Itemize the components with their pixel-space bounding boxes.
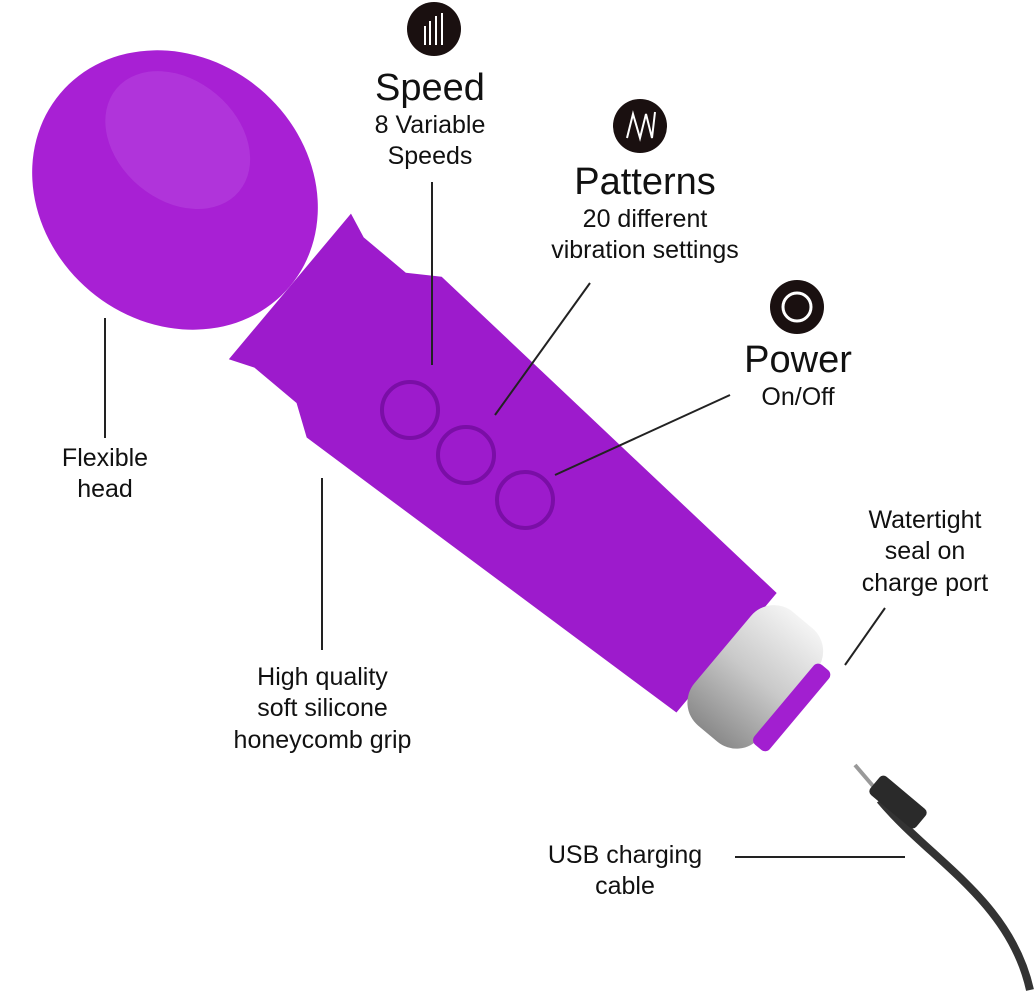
grip-line2: soft silicone [257,694,388,723]
speed-line2: Speeds [387,142,473,171]
patterns-line1: 20 different [582,204,708,233]
seal-line2: seal on [884,537,966,566]
pattern-button [436,425,496,485]
wave-pattern-icon [613,99,667,153]
usb-line1: USB charging [547,841,703,869]
control-buttons [380,380,555,530]
seal-line1: Watertight [868,506,982,534]
head-callout: Flexible head [30,443,180,506]
seal-callout: Watertight seal on charge port [830,505,1020,599]
power-title: Power [744,339,852,381]
speed-label: Speed 8 Variable Speeds [330,67,530,172]
speed-button [380,380,440,440]
usb-callout: USB charging cable [515,840,735,903]
usb-cable [876,797,1034,991]
power-label: Power On/Off [698,339,898,413]
leader-lines [104,182,905,858]
speed-line1: 8 Variable [374,110,486,139]
power-icon [770,280,824,334]
grip-line1: High quality [257,663,388,691]
wand-body [32,50,831,752]
patterns-label: Patterns 20 different vibration settings [520,161,770,266]
power-line1: On/Off [761,382,835,411]
speed-title: Speed [375,67,485,109]
head-line2: head [77,475,133,504]
usb-plug [869,775,927,829]
grip-line3: honeycomb grip [233,725,412,754]
speed-bars-icon [407,2,461,56]
patterns-title: Patterns [574,161,716,203]
patterns-line2: vibration settings [551,236,739,265]
usb-line2: cable [595,872,655,901]
seal-line3: charge port [861,568,989,597]
head-line1: Flexible [61,444,149,472]
power-button [495,470,555,530]
grip-callout: High quality soft silicone honeycomb gri… [200,662,445,756]
